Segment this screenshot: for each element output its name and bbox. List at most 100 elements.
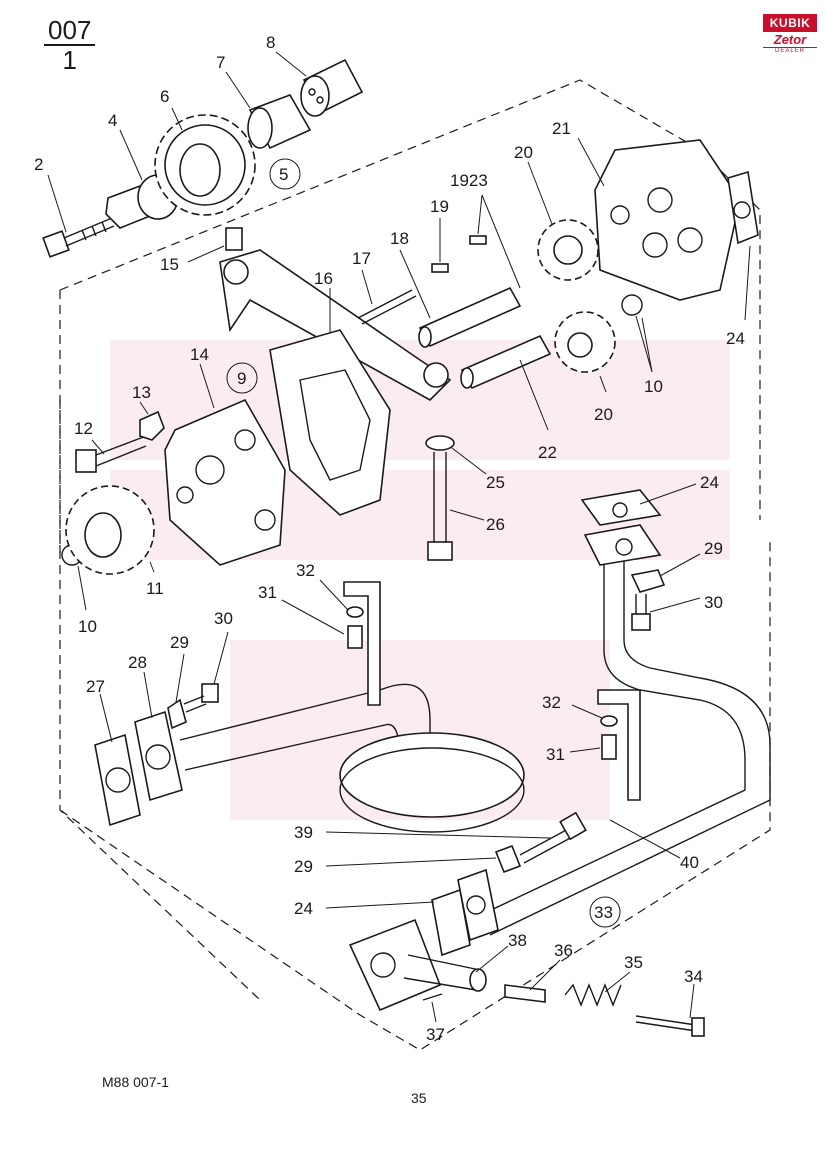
part-pin-17 [357, 289, 417, 325]
callout-22: 22 [538, 443, 557, 462]
callout-11: 11 [146, 579, 164, 598]
callout-12: 12 [74, 419, 93, 438]
part-gear-11 [65, 485, 155, 575]
callout-6: 6 [160, 87, 169, 106]
part-bushing-7 [247, 94, 312, 150]
part-pin-34 [635, 1015, 705, 1037]
callout-7: 7 [216, 53, 225, 72]
callout-39: 39 [294, 823, 313, 842]
part-bracket-left [343, 581, 381, 706]
part-tab-29a [167, 698, 187, 730]
callout-29-lower: 29 [294, 857, 313, 876]
part-tab-29c [494, 844, 522, 874]
group-boundary-pump [59, 79, 761, 560]
callout-29-right: 29 [704, 539, 723, 558]
part-washer-32a [346, 606, 364, 618]
callout-8: 8 [266, 33, 275, 52]
part-gear-20-lower [554, 311, 616, 373]
callout-10-right: 10 [644, 377, 663, 396]
part-valve-body [348, 868, 499, 1012]
callout-17: 17 [352, 249, 371, 268]
part-pressure-pipe [469, 560, 771, 936]
callout-40: 40 [680, 853, 699, 872]
callout-38: 38 [508, 931, 527, 950]
group-circle-33 [589, 896, 621, 928]
callout-31-right: 31 [546, 745, 565, 764]
callout-21: 21 [552, 119, 571, 138]
part-shaft-18 [418, 286, 522, 348]
callout-31-left: 31 [258, 583, 277, 602]
callout-20-lower: 20 [594, 405, 613, 424]
dealer-logo: KUBIK Zetor DEALER [763, 14, 817, 54]
callout-10-left: 10 [78, 617, 97, 636]
part-washer-25 [425, 435, 455, 451]
callout-36: 36 [554, 941, 573, 960]
part-sleeve-8 [300, 58, 364, 117]
callout-14: 14 [190, 345, 209, 364]
callout-2: 2 [34, 155, 43, 174]
group-circle-9 [226, 362, 258, 394]
group-boundary-suction [59, 400, 771, 1051]
part-housing-16 [219, 249, 452, 516]
callout-37: 37 [426, 1025, 445, 1044]
callout-33: 33 [594, 903, 613, 922]
part-dowel-15 [225, 227, 243, 251]
callout-5: 5 [279, 165, 288, 184]
callout-24-lower: 24 [294, 899, 313, 918]
logo-brand: KUBIK [763, 14, 817, 32]
callout-26: 26 [486, 515, 505, 534]
callout-30-left: 30 [214, 609, 233, 628]
part-bolt-39 [519, 811, 587, 864]
part-washer-32b [600, 715, 618, 727]
part-pin-37 [422, 993, 443, 1001]
part-bolt-31a [347, 625, 363, 649]
part-bolt-30a [183, 683, 219, 713]
part-piston-36 [504, 984, 546, 1003]
callout-19: 19 [430, 197, 449, 216]
part-tab-washer-13 [139, 410, 165, 441]
part-bolt-2 [42, 217, 115, 258]
callout-25: 25 [486, 473, 505, 492]
logo-sub: Zetor [773, 32, 807, 47]
callout-30-right: 30 [704, 593, 723, 612]
callout-27: 27 [86, 677, 105, 696]
part-bolt-31b [601, 734, 617, 760]
callout-16: 16 [314, 269, 333, 288]
part-key-19b [469, 235, 487, 245]
callout-15: 15 [160, 255, 179, 274]
callout-18: 18 [390, 229, 409, 248]
callout-24-middle: 24 [700, 473, 719, 492]
callout-1923: 1923 [450, 171, 488, 190]
part-tab-29b [630, 569, 666, 593]
callout-34: 34 [684, 967, 703, 986]
figure-code-bottom: 1 [62, 45, 77, 75]
part-flange-27 [94, 733, 141, 827]
part-circlip-10a [621, 294, 643, 316]
figure-code-top: 007 [44, 16, 96, 46]
part-cover-21 [594, 139, 741, 301]
callout-32-left: 32 [296, 561, 315, 580]
callout-32-right: 32 [542, 693, 561, 712]
callout-35: 35 [624, 953, 643, 972]
part-pump-body-14 [164, 398, 286, 566]
page-number: 35 [411, 1090, 427, 1106]
leader-lines [47, 51, 751, 1023]
part-gasket-24-middle [580, 489, 662, 566]
figure-code: 007 1 [44, 16, 96, 75]
callout-28: 28 [128, 653, 147, 672]
part-bolt-26 [427, 452, 453, 561]
callout-13: 13 [132, 383, 151, 402]
group-circle-5 [269, 158, 301, 190]
part-gear-6 [154, 114, 256, 216]
logo-dealer: DEALER [763, 47, 817, 54]
part-flange-28 [134, 710, 183, 802]
callout-4: 4 [108, 111, 117, 130]
part-spring-35 [564, 983, 622, 1007]
part-bolt-12 [75, 435, 147, 473]
part-gasket-24-upper [727, 170, 759, 245]
part-shaft-22 [460, 334, 552, 390]
callout-9: 9 [237, 369, 246, 388]
callout-20-upper: 20 [514, 143, 533, 162]
part-key-19a [431, 263, 449, 273]
